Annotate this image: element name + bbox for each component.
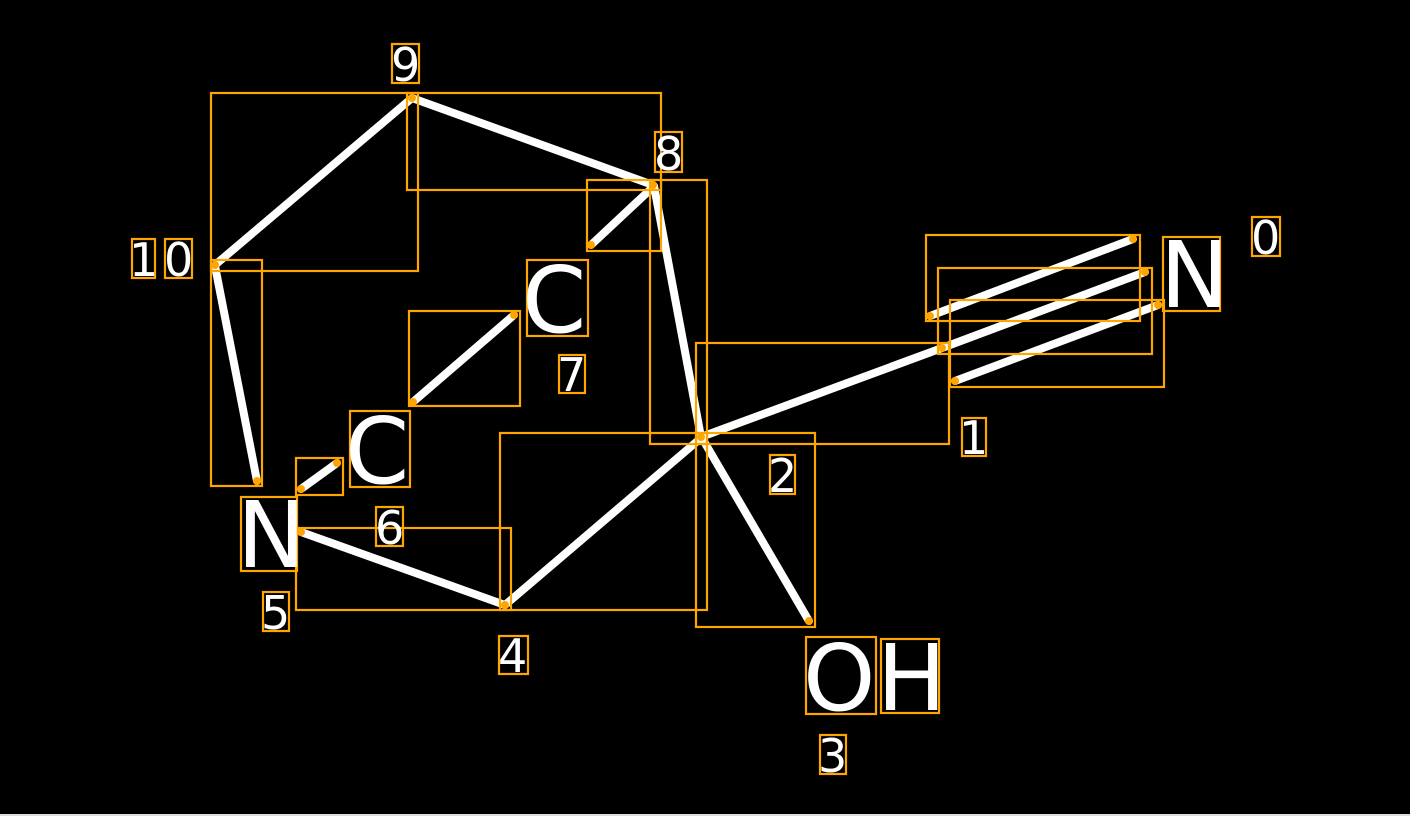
index-labels: 0 1 2 3 4 5 6 7 8 9 1 0 bbox=[129, 38, 1282, 783]
index-2: 2 bbox=[768, 449, 797, 503]
bond-2-oh bbox=[698, 434, 813, 625]
bond-boxes bbox=[209, 91, 1166, 629]
endpoint-dots bbox=[211, 94, 1162, 625]
bond-2-1 bbox=[697, 344, 946, 441]
bond-10-n5 bbox=[211, 262, 261, 485]
index-5: 5 bbox=[261, 586, 290, 640]
bond-2-4 bbox=[501, 434, 705, 609]
bond-8-c bbox=[587, 183, 657, 249]
bond-triple-c bbox=[951, 301, 1162, 385]
index-1: 1 bbox=[959, 411, 988, 465]
bond-triple-b bbox=[938, 268, 1149, 352]
atom-n-ring: N bbox=[237, 482, 306, 589]
index-4: 4 bbox=[498, 629, 527, 683]
index-3: 3 bbox=[818, 729, 847, 783]
bonds bbox=[211, 94, 1162, 625]
index-7: 7 bbox=[557, 348, 586, 402]
index-8: 8 bbox=[654, 127, 683, 181]
bond-5-6 bbox=[297, 459, 341, 493]
atom-n-nitrile: N bbox=[1160, 222, 1229, 329]
atom-o: O bbox=[803, 625, 875, 732]
atom-h: H bbox=[877, 625, 946, 732]
index-0: 0 bbox=[1251, 211, 1280, 265]
bond-9-8 bbox=[408, 94, 657, 189]
index-9: 9 bbox=[391, 38, 420, 92]
index-10-digit-1: 1 bbox=[129, 233, 158, 287]
atom-c-lower: C bbox=[345, 398, 409, 505]
index-6: 6 bbox=[375, 501, 404, 555]
index-10-digit-0: 0 bbox=[164, 233, 193, 287]
bond-9-10 bbox=[211, 94, 416, 269]
bond-triple-a bbox=[926, 235, 1137, 320]
atom-c-upper: C bbox=[522, 247, 586, 354]
bond-6-7 bbox=[409, 311, 518, 406]
bond-4-5 bbox=[297, 528, 509, 609]
atom-labels: N C C N O H bbox=[237, 222, 1229, 732]
